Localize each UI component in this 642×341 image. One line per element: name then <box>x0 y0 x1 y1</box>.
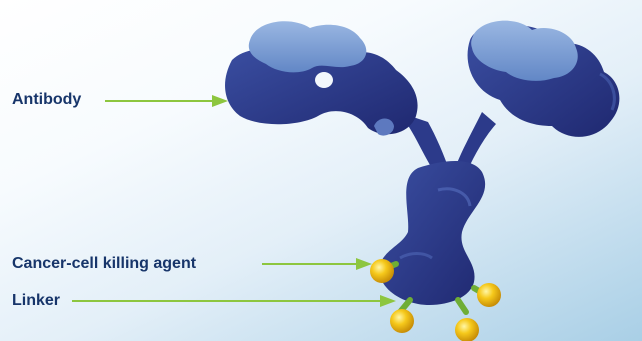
payload-ball <box>477 283 501 307</box>
linker-label: Linker <box>12 292 61 309</box>
payload-ball <box>370 259 394 283</box>
killing-agent-pointer-arrow <box>262 258 372 270</box>
antibody-pointer-arrow <box>105 95 228 107</box>
antibody-right-arm <box>467 20 620 137</box>
antibody-left-arm <box>225 21 418 136</box>
linker-pointer-arrow <box>72 295 396 307</box>
pointer-lines <box>72 95 396 307</box>
payload-ball <box>390 309 414 333</box>
antibody-fc-region <box>379 161 486 306</box>
antibody-label: Antibody <box>12 91 82 108</box>
payload-ball <box>455 318 479 341</box>
killing-agent-label: Cancer-cell killing agent <box>12 255 197 272</box>
payload-molecules <box>370 259 501 341</box>
